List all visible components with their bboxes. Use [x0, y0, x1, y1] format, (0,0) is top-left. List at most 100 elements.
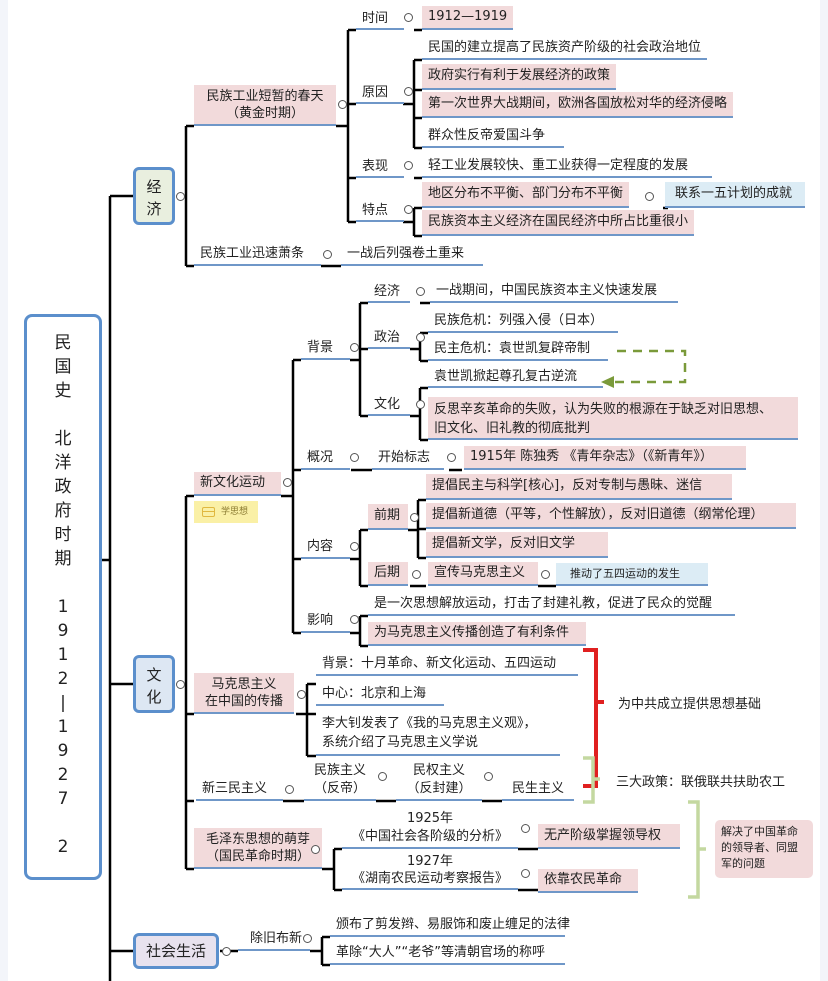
- node-cause[interactable]: 原因: [356, 84, 404, 104]
- principle-nationalism[interactable]: 民族主义（反帝）: [304, 762, 376, 801]
- category-society[interactable]: 社会生活: [133, 933, 219, 969]
- collapse-toggle[interactable]: [484, 772, 493, 781]
- node-late[interactable]: 后期: [368, 562, 408, 586]
- society-item[interactable]: 颁布了剪发辫、易服饰和废止缠足的法律: [330, 914, 570, 937]
- collapse-toggle[interactable]: [283, 478, 292, 487]
- collapse-toggle[interactable]: [645, 192, 654, 201]
- mao-point-1[interactable]: 无产阶级掌握领导权: [538, 824, 680, 849]
- node-time[interactable]: 时间: [356, 10, 404, 30]
- collapse-toggle[interactable]: [404, 87, 413, 96]
- collapse-toggle[interactable]: [297, 690, 306, 699]
- category-economy[interactable]: 经 济: [133, 167, 175, 225]
- root-char: 洋: [54, 453, 72, 473]
- node-new-three-principles[interactable]: 新三民主义: [196, 779, 283, 801]
- bg-politics-item[interactable]: 民主危机：袁世凯复辟帝制: [428, 339, 608, 361]
- collapse-toggle[interactable]: [350, 453, 359, 462]
- marx-item[interactable]: 中心：北京和上海: [316, 684, 444, 706]
- node-impact[interactable]: 影响: [301, 611, 350, 633]
- feature-item[interactable]: 地区分布不平衡、部门分布不平衡: [422, 182, 630, 208]
- collapse-toggle[interactable]: [350, 615, 359, 624]
- node-features[interactable]: 特点: [356, 202, 404, 222]
- node-spring[interactable]: 民族工业短暂的春天 （黄金时期）: [194, 85, 336, 126]
- collapse-toggle[interactable]: [378, 772, 387, 781]
- overview-value[interactable]: 1915年 陈独秀 《青年杂志》（《新青年》）: [464, 446, 746, 470]
- node-decline-value[interactable]: 一战后列强卷土重来: [341, 244, 483, 266]
- bg-econ-value[interactable]: 一战期间，中国民族资本主义快速发展: [430, 281, 678, 303]
- node-performance-value[interactable]: 轻工业发展较快、重工业获得一定程度的发展: [422, 156, 712, 178]
- node-bg-politics[interactable]: 政治: [368, 329, 410, 349]
- node-early[interactable]: 前期: [368, 504, 408, 530]
- root-char: 7: [57, 789, 69, 809]
- node-content[interactable]: 内容: [301, 537, 350, 559]
- node-background[interactable]: 背景: [301, 338, 350, 360]
- collapse-toggle[interactable]: [404, 13, 413, 22]
- cause-item[interactable]: 第一次世界大战期间，欧洲各国放松对华的经济侵略: [422, 92, 734, 118]
- collapse-toggle[interactable]: [176, 680, 185, 689]
- early-item[interactable]: 提倡新文学，反对旧文学: [426, 532, 608, 558]
- collapse-toggle[interactable]: [416, 400, 425, 409]
- early-item[interactable]: 提倡新道德（平等，个性解放），反对旧道德（纲常伦理）: [426, 503, 796, 529]
- node-remove-old[interactable]: 除旧布新: [238, 929, 310, 951]
- root-char: |: [60, 693, 66, 713]
- mao-work-1927[interactable]: 1927年《湖南农民运动考察报告》: [342, 853, 518, 890]
- node-bg-culture[interactable]: 文化: [368, 396, 410, 416]
- principle-democracy[interactable]: 民权主义（反封建）: [396, 762, 482, 801]
- root-char: 9: [57, 741, 69, 761]
- note-tag[interactable]: 学思想: [194, 501, 258, 523]
- mao-work-1925[interactable]: 1925年《中国社会各阶级的分析》: [342, 810, 518, 849]
- feature-item[interactable]: 民族资本主义经济在国民经济中所占比重很小: [422, 210, 695, 236]
- principle-livelihood[interactable]: 民生主义: [502, 779, 574, 801]
- collapse-toggle[interactable]: [323, 250, 332, 259]
- collapse-toggle[interactable]: [222, 947, 231, 956]
- late-link[interactable]: 推动了五四运动的发生: [556, 563, 708, 586]
- late-value[interactable]: 宣传马克思主义: [428, 562, 538, 586]
- collapse-toggle[interactable]: [350, 343, 359, 352]
- society-item[interactable]: 革除“大人”“老爷”等清朝官场的称呼: [330, 943, 565, 965]
- collapse-toggle[interactable]: [416, 287, 425, 296]
- node-new-culture[interactable]: 新文化运动: [194, 472, 281, 496]
- node-performance[interactable]: 表现: [356, 158, 404, 178]
- bg-culture-item[interactable]: 袁世凯掀起尊孔复古逆流: [428, 368, 603, 388]
- impact-item[interactable]: 为马克思主义传播创造了有利条件: [368, 622, 586, 646]
- node-time-value[interactable]: 1912—1919: [422, 6, 514, 30]
- mao-summary: 解决了中国革命的领导者、同盟军的问题: [715, 820, 813, 878]
- collapse-toggle[interactable]: [404, 161, 413, 170]
- node-overview[interactable]: 概况: [301, 448, 350, 470]
- root-char: 时: [54, 525, 72, 545]
- node-mao-thought[interactable]: 毛泽东思想的萌芽 （国民革命时期）: [194, 828, 322, 869]
- collapse-toggle[interactable]: [404, 205, 413, 214]
- node-marxism[interactable]: 马克思主义 在中国的传播: [194, 673, 294, 714]
- marx-item[interactable]: 背景：十月革命、新文化运动、五四运动: [316, 654, 578, 676]
- collapse-toggle[interactable]: [416, 333, 425, 342]
- bg-politics-item[interactable]: 民族危机：列强入侵（日本）: [428, 311, 618, 333]
- collapse-toggle[interactable]: [311, 845, 320, 854]
- collapse-toggle[interactable]: [176, 192, 185, 201]
- collapse-toggle[interactable]: [410, 513, 419, 522]
- collapse-toggle[interactable]: [285, 785, 294, 794]
- collapse-toggle[interactable]: [541, 570, 550, 579]
- impact-item[interactable]: 是一次思想解放运动，打击了封建礼教，促进了民众的觉醒: [368, 594, 735, 616]
- marx-item[interactable]: 李大钊发表了《我的马克思主义观》， 系统介绍了马克思主义学说: [316, 714, 560, 756]
- root-char: [27, 571, 99, 595]
- collapse-toggle[interactable]: [350, 542, 359, 551]
- node-decline[interactable]: 民族工业迅速萧条: [194, 244, 321, 266]
- collapse-toggle[interactable]: [303, 934, 312, 943]
- cause-item[interactable]: 群众性反帝爱国斗争: [422, 126, 564, 148]
- collapse-toggle[interactable]: [338, 100, 347, 109]
- collapse-toggle[interactable]: [521, 869, 530, 878]
- collapse-toggle[interactable]: [521, 824, 530, 833]
- feature-link[interactable]: 联系一五计划的成就: [665, 182, 805, 208]
- collapse-toggle[interactable]: [412, 570, 421, 579]
- root-char: [27, 403, 99, 427]
- category-culture[interactable]: 文 化: [133, 655, 175, 713]
- cause-item[interactable]: 民国的建立提高了民族资产阶级的社会政治地位: [422, 38, 708, 60]
- early-item[interactable]: 提倡民主与科学[核心]，反对专制与愚昧、迷信: [426, 474, 732, 500]
- cause-item[interactable]: 政府实行有利于发展经济的政策: [422, 64, 617, 90]
- bg-culture-item[interactable]: 反思辛亥革命的失败，认为失败的根源在于缺乏对旧思想、 旧文化、旧礼教的彻底批判: [428, 397, 798, 440]
- mao-point-2[interactable]: 依靠农民革命: [538, 869, 638, 893]
- collapse-toggle[interactable]: [447, 453, 456, 462]
- node-start-mark[interactable]: 开始标志: [372, 448, 444, 470]
- node-bg-econ[interactable]: 经济: [368, 283, 410, 303]
